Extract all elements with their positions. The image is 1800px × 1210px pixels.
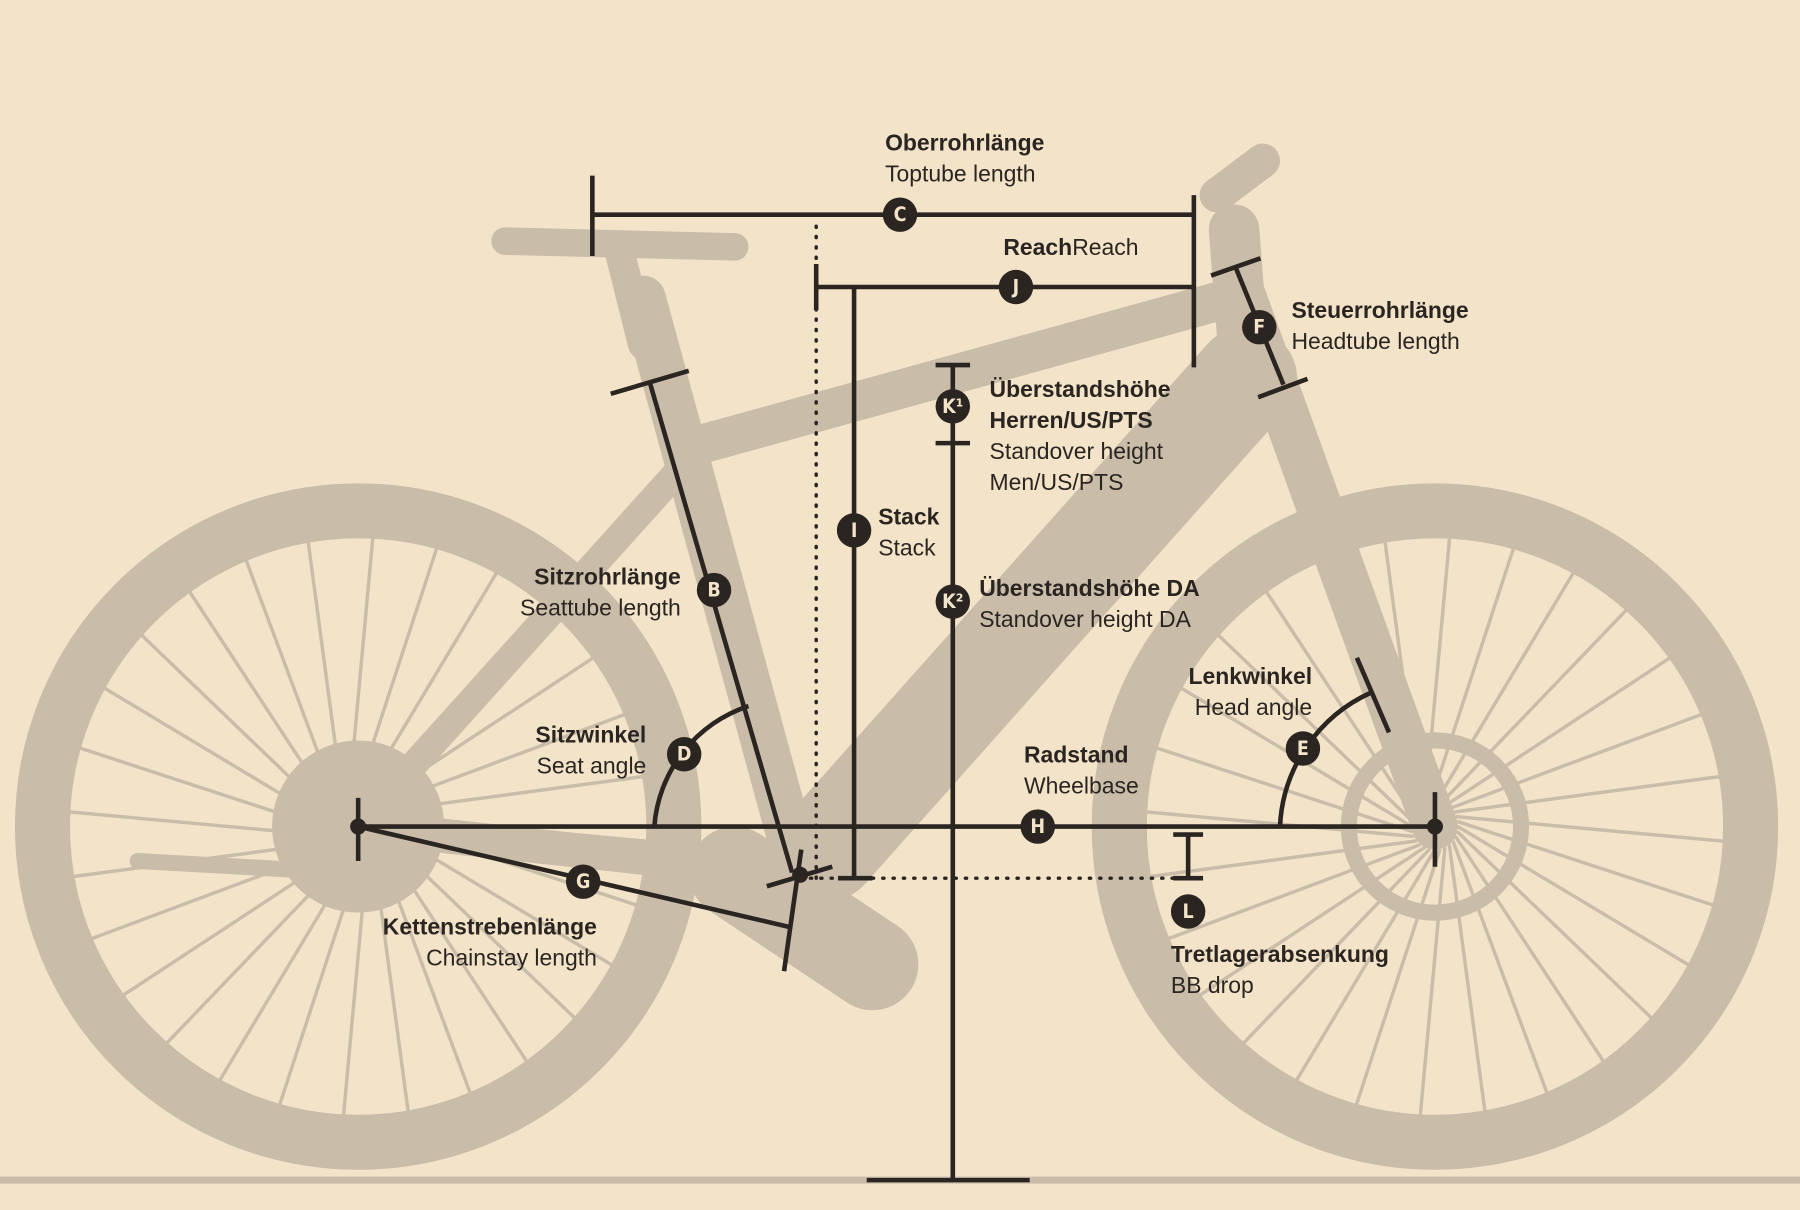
spoke <box>1196 845 1426 999</box>
svg-text:I: I <box>851 519 858 542</box>
svg-text:C: C <box>894 203 907 226</box>
label-seattube-en: Seattube length <box>520 594 681 620</box>
spoke <box>1239 847 1432 1047</box>
spoke <box>1146 839 1418 879</box>
spoke <box>1438 606 1631 806</box>
svg-text:E: E <box>1297 737 1309 760</box>
label-headangle-en: Head angle <box>1195 694 1312 720</box>
spoke <box>1214 631 1414 823</box>
label-seattube-de: Sitzrohrlänge <box>534 563 681 589</box>
badge-K2: K² <box>935 584 971 619</box>
label-headangle-de: Lenkwinkel <box>1188 663 1312 689</box>
badge-E: E <box>1285 731 1321 766</box>
svg-text:J: J <box>1012 276 1020 299</box>
label-headtube-en: Headtube length <box>1291 328 1459 354</box>
svg-text:G: G <box>576 870 590 893</box>
spoke <box>1152 745 1414 834</box>
spoke <box>1447 844 1488 1116</box>
label-headtube-de: Steuerrohrlänge <box>1291 297 1468 323</box>
spoke <box>1451 840 1550 1098</box>
label-chainstay-de: Kettenstrebenlänge <box>383 913 597 939</box>
label-toptube-de: Oberrohrlänge <box>885 129 1044 155</box>
label-toptube-en: Toptube length <box>885 160 1036 186</box>
badge-I: I <box>836 513 872 548</box>
spoke <box>1418 847 1447 1120</box>
badge-J: J <box>998 269 1034 305</box>
label-reach-de: Reach <box>1003 234 1072 260</box>
label-wheelbase-en: Wheelbase <box>1024 772 1139 798</box>
badge-L: L <box>1170 894 1206 929</box>
spoke <box>1428 544 1517 805</box>
label-standover-en2: Men/US/PTS <box>990 469 1124 495</box>
badge-B: B <box>696 572 732 608</box>
spoke <box>1448 711 1706 811</box>
spoke <box>1454 835 1607 1066</box>
label-seatangle-de: Sitzwinkel <box>535 722 646 748</box>
spoke <box>1293 848 1437 1085</box>
label-standover-de2: Herren/US/PTS <box>990 407 1153 433</box>
svg-text:K¹: K¹ <box>942 395 963 418</box>
svg-text:D: D <box>677 743 692 766</box>
label-reach-en: Reach <box>1072 234 1138 260</box>
spoke <box>1456 819 1718 908</box>
svg-text:B: B <box>707 579 720 602</box>
spoke <box>1353 848 1442 1109</box>
svg-text:F: F <box>1253 316 1265 339</box>
spoke <box>1164 842 1422 942</box>
spoke <box>1433 568 1577 805</box>
spoke <box>1455 814 1728 844</box>
badge-D: D <box>666 737 702 772</box>
badge-C: C <box>882 197 918 232</box>
spoke <box>1262 587 1416 818</box>
svg-text:L: L <box>1183 900 1194 923</box>
spoke <box>1443 654 1674 808</box>
label-bbdrop-de: Tretlagerabsenkung <box>1171 941 1389 967</box>
label-stack-de: Stack <box>878 504 939 530</box>
label-standover-da-de: Überstandshöhe DA <box>979 575 1199 601</box>
badge-H: H <box>1020 809 1055 844</box>
label-standover-en: Standover height <box>990 438 1164 464</box>
label-stack-en: Stack <box>878 535 936 561</box>
label-wheelbase-de: Radstand <box>1024 741 1129 767</box>
badge-G: G <box>565 864 601 899</box>
bike-silhouette <box>0 143 1800 1184</box>
badge-F: F <box>1242 309 1277 345</box>
label-chainstay-en: Chainstay length <box>426 944 597 970</box>
label-seatangle-en: Seat angle <box>537 753 647 779</box>
svg-text:H: H <box>1030 815 1045 838</box>
badge-K1: K¹ <box>935 389 971 424</box>
label-standover-de: Überstandshöhe <box>990 376 1171 402</box>
spoke <box>1456 830 1656 1022</box>
svg-text:K²: K² <box>942 590 963 613</box>
spoke <box>1457 825 1693 969</box>
label-bbdrop-en: BB drop <box>1171 972 1254 998</box>
label-standover-da-en: Standover height DA <box>979 606 1191 632</box>
spoke <box>1452 774 1724 814</box>
dimension-lines <box>350 175 1443 1183</box>
